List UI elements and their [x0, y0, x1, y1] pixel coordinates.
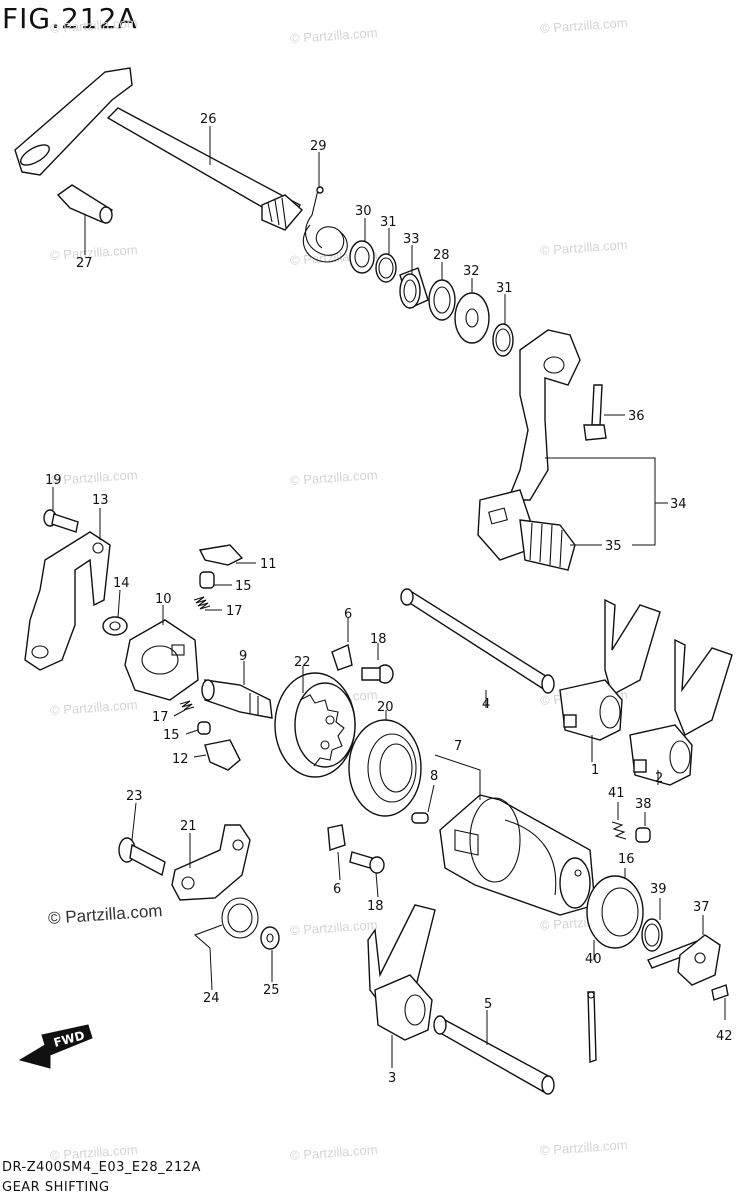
part-number: 40 [585, 952, 602, 967]
part-number: 23 [126, 789, 143, 804]
figure-code: DR-Z400SM4_E03_E28_212A [2, 1160, 201, 1175]
part-number: 38 [635, 797, 652, 812]
part-number: 6 [333, 882, 341, 897]
gearshift-cam-drawing [439, 794, 596, 916]
part-number: 8 [430, 769, 438, 784]
pawl-holder-drawing [124, 619, 199, 701]
bearing-drawing [348, 719, 422, 817]
part-number: 19 [45, 473, 62, 488]
leader-lines [52, 126, 726, 1068]
part-number: 31 [380, 215, 397, 230]
part-number-labels: 1 2 3 4 5 6 6 7 8 9 10 11 12 13 14 15 15… [45, 112, 733, 1086]
part-number: 22 [294, 655, 311, 670]
bolt-drawing [118, 837, 166, 877]
part-number: 33 [403, 232, 420, 247]
part-number: 34 [670, 497, 687, 512]
part-number: 16 [618, 852, 635, 867]
part-number: 4 [482, 697, 490, 712]
cotter-pin-drawing [587, 991, 597, 1063]
part-number: 18 [367, 899, 384, 914]
part-number: 15 [235, 579, 252, 594]
screw-drawing [361, 664, 394, 684]
spring-drawing [193, 596, 211, 610]
pin-drawing [197, 721, 211, 735]
screw-drawing [349, 851, 385, 874]
part-number: 12 [172, 752, 189, 767]
spring-drawing [193, 897, 259, 949]
part-number: 11 [260, 557, 277, 572]
part-number: 10 [155, 592, 172, 607]
pawl-drawing [204, 739, 241, 771]
part-number: 13 [92, 493, 109, 508]
needle-bearing-drawing [399, 267, 429, 309]
part-number: 14 [113, 576, 130, 591]
part-number: 24 [203, 991, 220, 1006]
part-number: 18 [370, 632, 387, 647]
part-number: 9 [239, 649, 247, 664]
gearshift-lever-drawing [477, 329, 581, 571]
bolt-drawing [583, 384, 607, 441]
oil-seal-drawing [428, 279, 456, 321]
part-number: 17 [226, 604, 243, 619]
part-number: 1 [591, 763, 599, 778]
spring-drawing [611, 821, 627, 840]
part-number: 20 [377, 700, 394, 715]
cam-driven-gear-drawing [274, 672, 356, 778]
part-number: 41 [608, 786, 625, 801]
return-spring-drawing [302, 186, 348, 263]
fork-shaft-drawing [433, 1015, 555, 1095]
pawl-drawing [198, 544, 244, 566]
part-number: 42 [716, 1029, 733, 1044]
part-number: 36 [628, 409, 645, 424]
washer-drawing [349, 240, 375, 274]
part-number: 30 [355, 204, 372, 219]
forward-direction-icon: FWD [18, 1024, 93, 1069]
stopper-drawing [327, 824, 346, 851]
screw-drawing [43, 509, 79, 533]
part-number: 5 [484, 997, 492, 1012]
pin-drawing [411, 812, 429, 824]
part-number: 26 [200, 112, 217, 127]
part-number: 21 [180, 819, 197, 834]
part-number: 32 [463, 264, 480, 279]
stopper-plate-drawing [24, 531, 111, 671]
fork-shaft-drawing [400, 588, 555, 694]
part-number: 6 [344, 607, 352, 622]
figure-name: GEAR SHIFTING [2, 1180, 110, 1195]
part-number: 3 [388, 1071, 396, 1086]
part-number: 17 [152, 710, 169, 725]
figure-title: FIG.212A [2, 2, 138, 35]
part-number: 7 [454, 739, 462, 754]
switch-bracket-drawing [647, 934, 721, 986]
washer-drawing [102, 616, 128, 636]
spring-drawing [179, 700, 195, 711]
pin-drawing [56, 184, 114, 224]
part-number: 27 [76, 256, 93, 271]
part-number: 39 [650, 882, 667, 897]
shift-fork-drawing [559, 598, 661, 741]
part-number: 2 [655, 771, 663, 786]
bearing-drawing [586, 875, 644, 949]
part-number: 31 [496, 281, 513, 296]
washer-drawing [454, 292, 490, 344]
pawl-lifter-pin-drawing [201, 679, 273, 719]
part-number: 29 [310, 139, 327, 154]
washer-drawing [260, 926, 280, 950]
pin-drawing [635, 827, 651, 843]
part-number: 37 [693, 900, 710, 915]
shift-fork-drawing [367, 904, 436, 1041]
part-number: 25 [263, 983, 280, 998]
shift-fork-drawing [629, 638, 733, 786]
part-number: 28 [433, 248, 450, 263]
part-number: 35 [605, 539, 622, 554]
screw-drawing [711, 984, 729, 1001]
gearshift-arm-drawing [171, 824, 251, 901]
shift-shaft-drawing [14, 67, 303, 231]
part-number: 15 [163, 728, 180, 743]
stopper-drawing [331, 644, 353, 671]
pin-drawing [199, 571, 215, 589]
